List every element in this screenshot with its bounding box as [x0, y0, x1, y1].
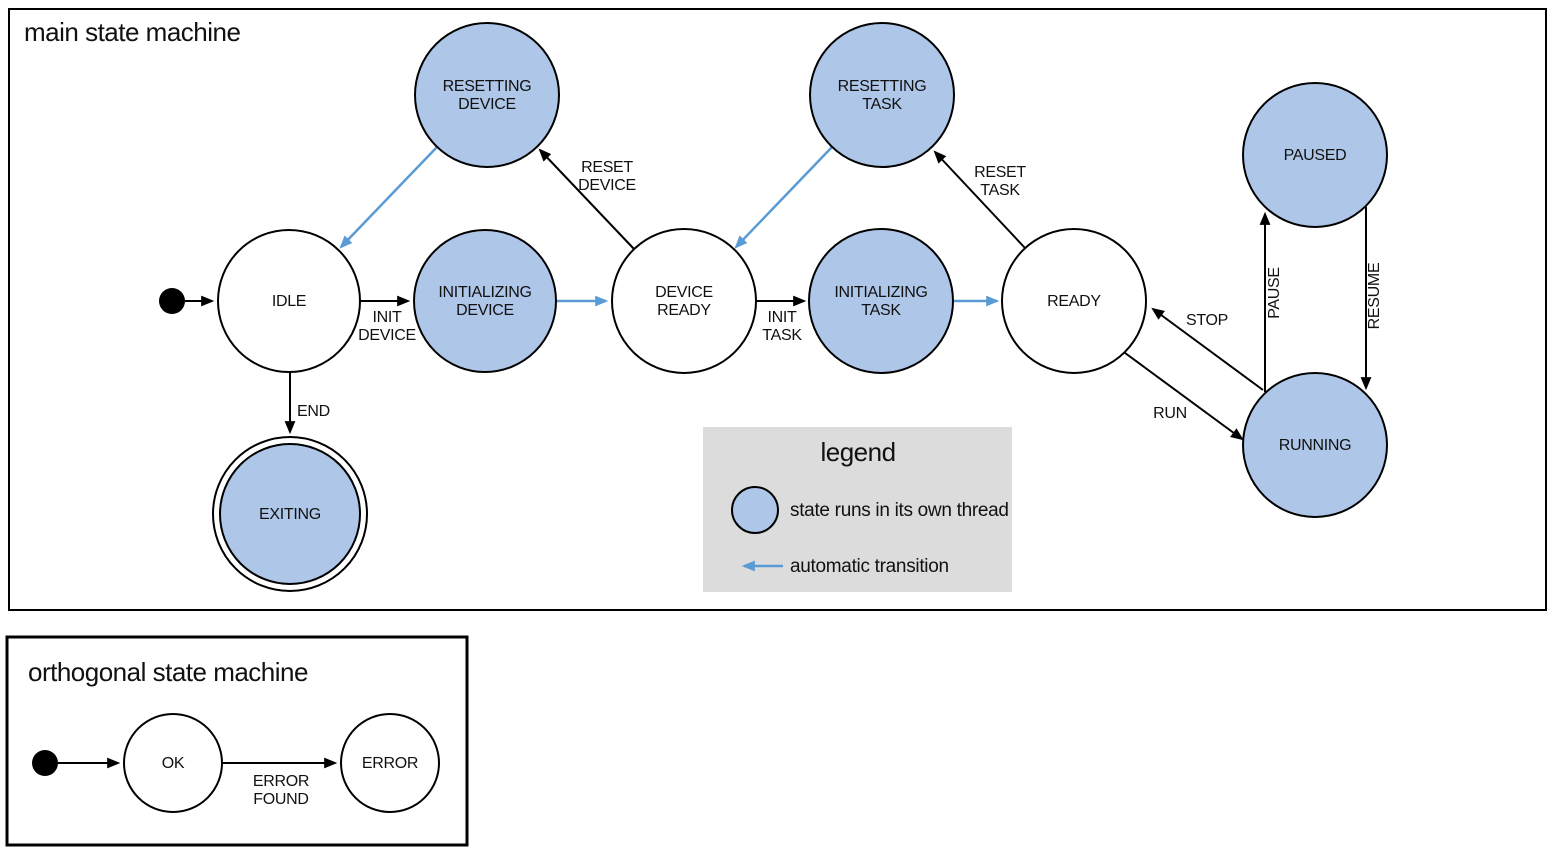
legend-auto-transition-label: automatic transition — [790, 556, 949, 577]
edge-label-end: END — [297, 403, 330, 420]
svg-text:INITIALIZING: INITIALIZING — [834, 284, 927, 301]
state-ready-circle — [1001, 228, 1147, 374]
svg-text:FOUND: FOUND — [253, 791, 308, 808]
edge-label-error-found: ERROR FOUND — [253, 773, 310, 808]
state-initializing-task-circle — [808, 228, 954, 374]
state-initializing-device-circle — [413, 229, 557, 373]
auto-edge-resetting-task-to-device-ready — [734, 146, 833, 249]
svg-text:RUNNING: RUNNING — [1279, 437, 1352, 454]
svg-text:DEVICE: DEVICE — [458, 96, 516, 113]
state-initializing-task: INITIALIZING TASK — [808, 228, 954, 374]
svg-text:TASK: TASK — [861, 302, 901, 319]
state-idle-circle — [217, 229, 361, 373]
svg-text:READY: READY — [657, 302, 711, 319]
edge-device-ready-to-resetting-device — [538, 148, 635, 250]
state-running: RUNNING — [1242, 372, 1388, 518]
state-error: ERROR — [340, 713, 440, 813]
svg-text:DEVICE: DEVICE — [358, 327, 416, 344]
legend-threaded-state-label: state runs in its own thread — [790, 500, 1009, 521]
state-resetting-device-circle — [414, 22, 560, 168]
state-paused: PAUSED — [1242, 82, 1388, 228]
svg-text:INITIALIZING: INITIALIZING — [438, 284, 531, 301]
state-device-ready: DEVICE READY — [611, 228, 757, 374]
svg-text:RESET: RESET — [581, 159, 633, 176]
state-device-ready-circle — [611, 228, 757, 374]
svg-text:TASK: TASK — [862, 96, 902, 113]
state-error-circle — [340, 713, 440, 813]
svg-text:IDLE: IDLE — [272, 293, 306, 310]
main-machine-title: main state machine — [24, 17, 240, 47]
edge-label-init-device: INIT DEVICE — [358, 309, 416, 344]
svg-text:RESET: RESET — [974, 164, 1026, 181]
svg-text:DEVICE: DEVICE — [578, 177, 636, 194]
svg-text:INIT: INIT — [372, 309, 402, 326]
state-resetting-task-circle — [809, 22, 955, 168]
svg-text:RESETTING: RESETTING — [443, 78, 532, 95]
svg-text:DEVICE: DEVICE — [456, 302, 514, 319]
state-initializing-device: INITIALIZING DEVICE — [413, 229, 557, 373]
orthogonal-machine-title: orthogonal state machine — [28, 657, 308, 687]
auto-edge-resetting-device-to-idle — [339, 146, 438, 249]
svg-text:ERROR: ERROR — [253, 773, 309, 790]
svg-text:READY: READY — [1047, 293, 1101, 310]
state-ok: OK — [123, 713, 223, 813]
svg-text:INIT: INIT — [767, 309, 797, 326]
state-ok-circle — [123, 713, 223, 813]
svg-text:EXITING: EXITING — [259, 506, 321, 523]
state-ready: READY — [1001, 228, 1147, 374]
svg-text:TASK: TASK — [762, 327, 802, 344]
state-resetting-task: RESETTING TASK — [809, 22, 955, 168]
state-exiting-final: EXITING — [212, 436, 368, 592]
main-machine-border — [8, 8, 1547, 611]
state-idle: IDLE — [217, 229, 361, 373]
edge-label-init-task: INIT TASK — [762, 309, 802, 344]
legend-threaded-state-swatch — [731, 486, 779, 534]
edge-ready-to-running-run — [1120, 349, 1244, 441]
main-state-machine: main state machine INIT DEVICE INIT TASK… — [8, 8, 1547, 611]
legend-title: legend — [820, 437, 895, 467]
edge-label-reset-task: RESET TASK — [974, 164, 1027, 199]
edge-label-resume: RESUME — [1366, 263, 1383, 330]
legend: legend state runs in its own thread auto… — [703, 427, 1012, 592]
edge-ready-to-resetting-task — [933, 150, 1026, 249]
state-paused-circle — [1242, 82, 1388, 228]
edge-label-run: RUN — [1153, 405, 1187, 422]
edge-running-to-ready-stop — [1151, 307, 1264, 391]
edge-label-pause: PAUSE — [1266, 267, 1283, 319]
svg-text:DEVICE: DEVICE — [655, 284, 713, 301]
svg-text:TASK: TASK — [980, 182, 1020, 199]
orthogonal-state-machine: orthogonal state machine ERROR FOUND OK … — [5, 635, 469, 847]
state-resetting-device: RESETTING DEVICE — [414, 22, 560, 168]
initial-state-dot — [159, 288, 185, 314]
svg-text:OK: OK — [162, 755, 185, 772]
svg-text:ERROR: ERROR — [362, 755, 418, 772]
edge-label-stop: STOP — [1186, 312, 1228, 329]
svg-text:PAUSED: PAUSED — [1284, 147, 1347, 164]
orthogonal-machine-border — [5, 635, 469, 847]
svg-text:RESETTING: RESETTING — [838, 78, 927, 95]
state-exiting-inner-circle — [219, 443, 361, 585]
edge-label-reset-device: RESET DEVICE — [578, 159, 636, 194]
orthogonal-initial-state-dot — [32, 750, 58, 776]
state-running-circle — [1242, 372, 1388, 518]
